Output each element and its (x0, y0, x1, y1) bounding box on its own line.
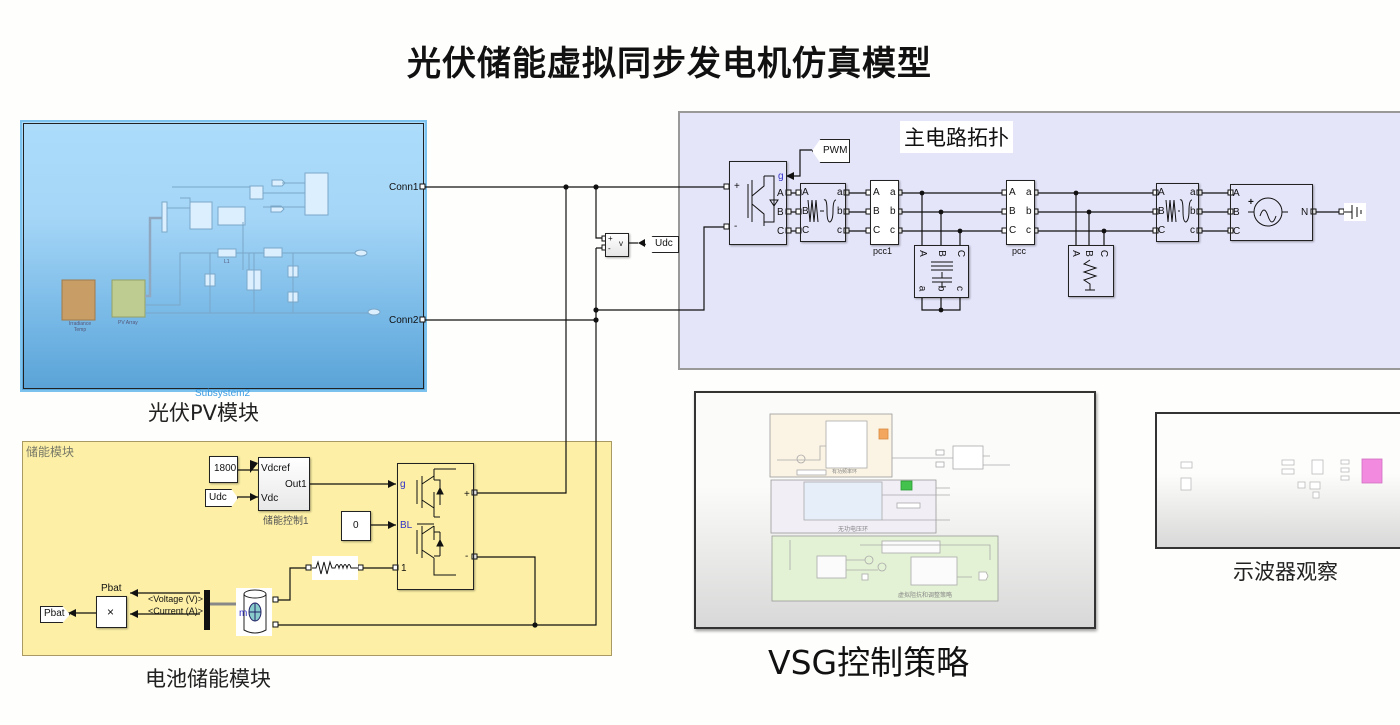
vsg-sub-active-loop: 有功频率环 (832, 469, 858, 475)
storage-controller-name: 储能控制1 (263, 516, 309, 527)
pcc1-label: pcc1 (873, 246, 893, 256)
pv-port-conn1: Conn1 (389, 182, 419, 193)
controller-in-vdc: Vdc (261, 493, 279, 504)
port-minus: - (465, 551, 469, 562)
scope-caption: 示波器观察 (1233, 560, 1338, 584)
dc-voltmeter-block[interactable]: + - v (605, 233, 629, 257)
ac-grid-source-block[interactable]: A B C + N (1230, 184, 1313, 241)
rl-branch-icon (312, 556, 358, 580)
from-udc-tag[interactable]: Udc (205, 489, 238, 507)
irradiance-label: Irradiance Temp (68, 321, 92, 333)
signal-current: <Current (A)> (148, 606, 204, 616)
wire-storage-minus (474, 248, 597, 626)
controller-out1: Out1 (285, 479, 307, 490)
irradiance-block (61, 279, 96, 321)
scope-inner-schematic (1180, 458, 1383, 499)
port-g: g (400, 479, 406, 490)
filter-transformer-block[interactable]: A B C a b c (800, 183, 846, 242)
product-block[interactable]: × (96, 596, 127, 628)
subsystem-name: Subsystem2 (195, 388, 251, 399)
wire-vm-plus (595, 187, 604, 239)
vsg-control-caption: VSG控制策略 (768, 643, 970, 682)
scope-subsystem[interactable] (1155, 412, 1400, 549)
storage-converter-block[interactable]: g BL 1 + - (397, 463, 474, 590)
wires (68, 149, 1342, 626)
pv-module-caption: 光伏PV模块 (148, 401, 260, 425)
goto-pbat-tag[interactable]: Pbat (40, 606, 70, 623)
goto-udc-tag[interactable]: Udc (645, 236, 679, 253)
battery-port-m: m (239, 608, 248, 619)
inductor-label: L1 (224, 259, 230, 265)
igbt-halfbridge-symbol (416, 468, 456, 576)
grid-transformer-block[interactable]: A B C a b c (1156, 183, 1199, 242)
product-name: Pbat (101, 583, 122, 594)
main-circuit-caption: 主电路拓扑 (900, 121, 1013, 153)
transformer-symbols (807, 199, 1193, 223)
wire-storage-plus (474, 187, 567, 494)
wire-inv-minus (596, 226, 728, 311)
signal-voltage: <Voltage (V)> (148, 594, 204, 604)
pv-ports (419, 183, 426, 323)
main-ports (601, 183, 1345, 251)
measurement-pcc1-block[interactable]: A B C a b c (870, 180, 899, 245)
storage-controller-block[interactable]: Vdcref Out1 Vdc (258, 457, 310, 511)
pv-array-label: PV Array (118, 320, 138, 326)
rlc-load-block[interactable]: A B C a b c (914, 245, 969, 298)
resistive-load-symbol (1082, 259, 1098, 291)
pv-inner-schematic (61, 172, 381, 321)
resistive-load-block[interactable]: A B C (1068, 245, 1114, 297)
storage-ports (272, 489, 478, 628)
storage-module-caption: 电池储能模块 (145, 667, 271, 691)
constant-1800-block[interactable]: 1800 (209, 456, 238, 483)
pcc-label: pcc (1012, 246, 1027, 256)
rlc-load-symbol (931, 261, 953, 288)
battery-icon (236, 588, 272, 636)
inverter-igbt-symbol (747, 175, 779, 226)
three-phase-inverter-block[interactable]: g + - A B C (729, 161, 787, 245)
storage-area-title: 储能模块 (26, 445, 75, 459)
vsg-sub-reactive-loop: 无功电压环 (838, 527, 869, 533)
port-bl: BL (400, 520, 413, 531)
constant-0-block[interactable]: 0 (341, 511, 371, 541)
vsg-inner-schematic (769, 413, 1010, 602)
from-pwm-tag[interactable]: PWM (812, 139, 850, 163)
pv-array-block (111, 279, 146, 318)
port-1: 1 (401, 563, 407, 574)
controller-in-vdcref: Vdcref (261, 463, 290, 474)
ground-icon (1344, 203, 1366, 221)
ac-source-symbol (1248, 197, 1288, 227)
vsg-sub-virtual-impedance: 虚拟阻抗和调整策略 (898, 593, 953, 599)
arrowheads (68, 172, 794, 618)
bus-selector (204, 590, 210, 630)
pv-port-conn2: Conn2 (389, 315, 419, 326)
port-plus: + (464, 489, 470, 500)
junctions (532, 184, 1107, 628)
measurement-pcc-block[interactable]: A B C a b c (1006, 180, 1035, 245)
